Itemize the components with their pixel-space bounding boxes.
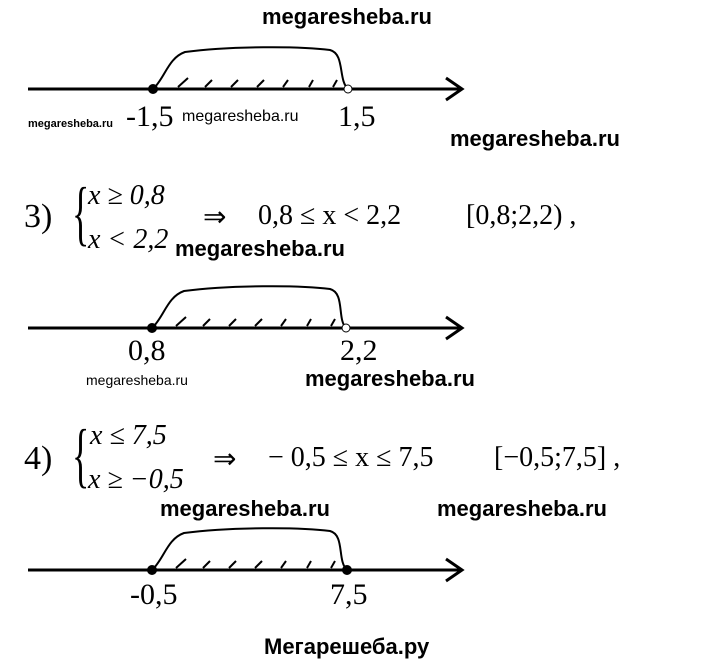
interval-arc <box>152 46 349 90</box>
arrow-head <box>445 76 465 102</box>
watermark: megaresheba.ru <box>305 366 475 391</box>
combined-inequality: 0,8 ≤ x < 2,2 <box>258 200 402 231</box>
filled-point <box>147 565 157 575</box>
interval-answer: [−0,5;7,5] , <box>494 442 621 473</box>
watermark: megaresheba.ru <box>437 496 607 521</box>
watermark: megaresheba.ru <box>28 118 113 130</box>
left-label: -0,5 <box>130 578 178 611</box>
inequality-2: x < 2,2 <box>88 224 169 255</box>
number-line-3 <box>28 527 465 583</box>
inequality-1: x ≥ 0,8 <box>88 180 165 211</box>
implies-symbol: ⇒ <box>213 444 237 475</box>
open-point <box>343 84 353 94</box>
watermark: megaresheba.ru <box>175 236 345 261</box>
watermark: megaresheba.ru <box>182 108 299 125</box>
right-label: 7,5 <box>330 578 368 611</box>
interval-arc <box>151 285 347 329</box>
hatching <box>175 558 336 569</box>
watermark: megaresheba.ru <box>160 496 330 521</box>
watermark: megaresheba.ru <box>86 372 188 388</box>
right-label: 1,5 <box>338 100 376 133</box>
filled-point <box>342 565 352 575</box>
inequality-1: x ≤ 7,5 <box>90 420 167 451</box>
number-line-1 <box>28 46 465 102</box>
problem-number: 4) <box>24 440 53 477</box>
filled-point <box>148 84 158 94</box>
open-point <box>341 323 351 333</box>
system-brace: { <box>72 415 90 495</box>
interval-answer: [0,8;2,2) , <box>466 200 577 231</box>
problem-number: 3) <box>24 198 53 235</box>
filled-point <box>147 323 157 333</box>
number-line-2 <box>28 285 465 341</box>
implies-symbol: ⇒ <box>203 202 227 233</box>
watermark-top: megaresheba.ru <box>262 4 432 29</box>
watermark-bottom: Мегарешеба.ру <box>264 634 430 659</box>
hatching <box>175 316 336 327</box>
watermark: megaresheba.ru <box>450 126 620 151</box>
combined-inequality: − 0,5 ≤ x ≤ 7,5 <box>268 442 434 473</box>
hatching <box>177 77 338 88</box>
interval-arc <box>151 527 348 571</box>
right-label: 2,2 <box>340 334 378 367</box>
left-label: -1,5 <box>126 100 174 133</box>
system-brace: { <box>72 173 90 253</box>
inequality-2: x ≥ −0,5 <box>88 464 184 495</box>
left-label: 0,8 <box>128 334 166 367</box>
